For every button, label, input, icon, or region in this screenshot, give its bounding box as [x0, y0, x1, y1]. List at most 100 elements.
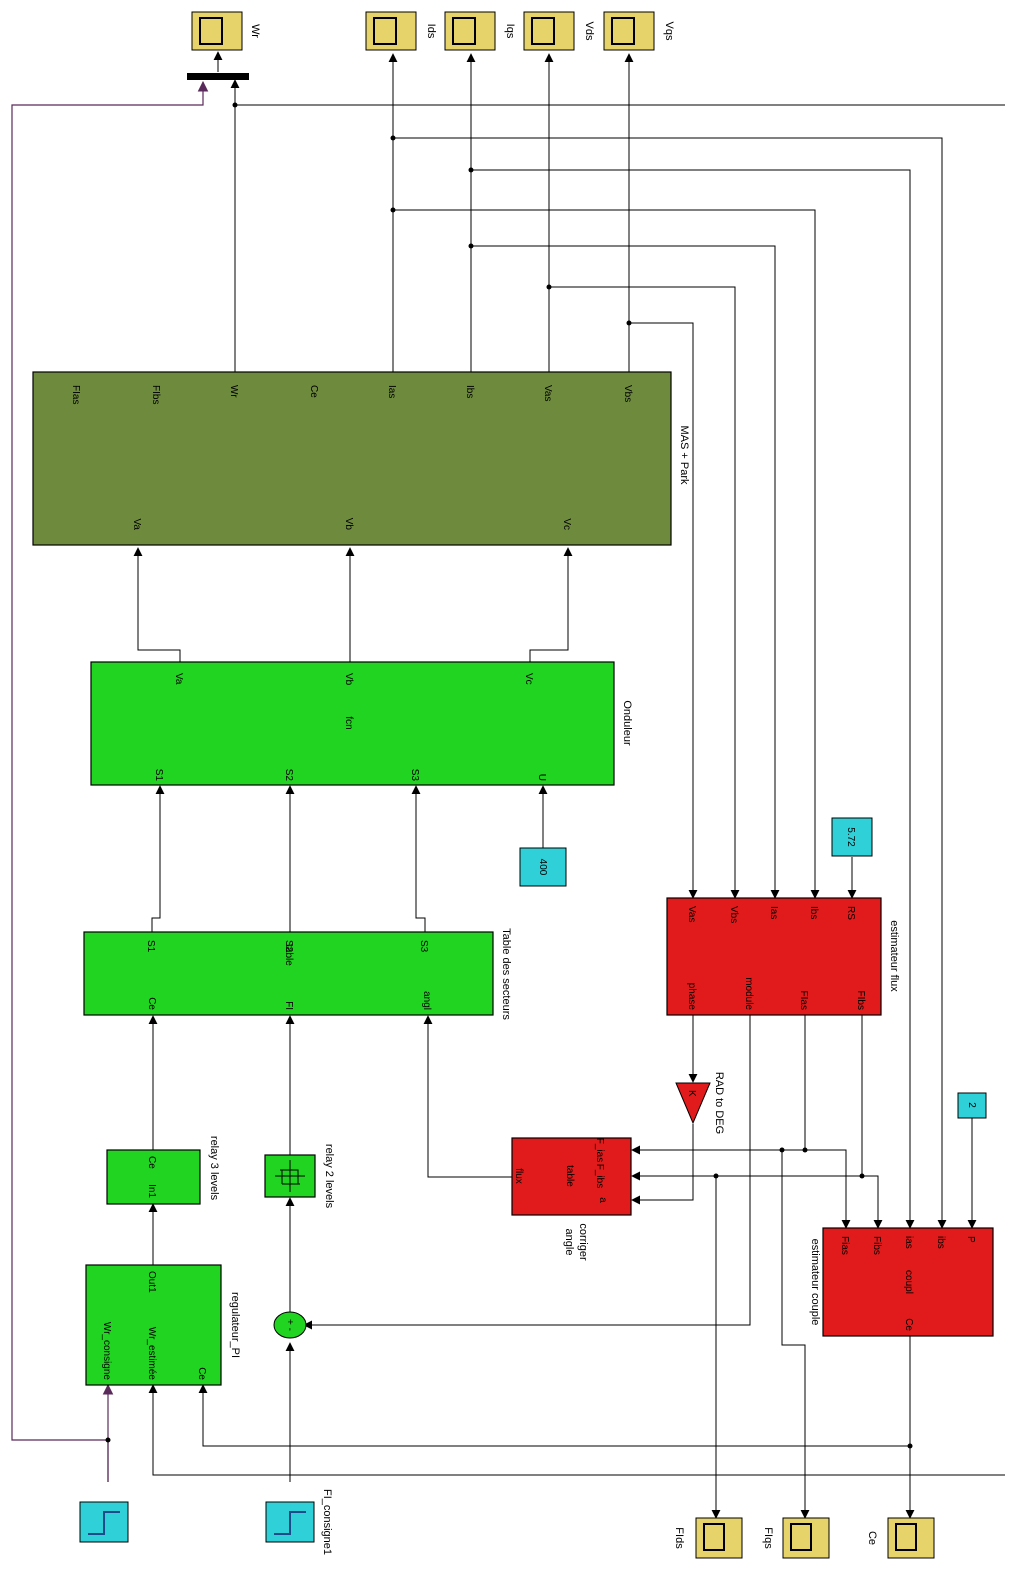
mas-port-fibs: FIbs	[150, 385, 161, 404]
constant-2[interactable]: 2	[957, 1092, 987, 1119]
couple-port-fibs: Fibs	[871, 1236, 882, 1255]
step-fi-consigne[interactable]	[265, 1501, 315, 1543]
angle-port-fibs: F_ibs	[594, 1164, 605, 1188]
pi-port-out1: Out1	[146, 1271, 157, 1293]
scope-vds[interactable]: Vds	[523, 11, 595, 51]
scope-fids-label: FIds	[673, 1527, 685, 1549]
scope-vds-label: Vds	[583, 22, 595, 41]
onduleur-port-s1: S1	[153, 769, 164, 782]
couple-port-fias: Fias	[839, 1236, 850, 1255]
flux-port-fias: FIas	[798, 991, 809, 1010]
scope-iqs-label: Iqs	[504, 24, 516, 39]
constant-2-value: 2	[966, 1102, 977, 1108]
mas-port-vas: Vas	[542, 385, 553, 402]
onduleur-port-vc: Vc	[523, 673, 534, 685]
relay-3-levels-label: relay 3 levels	[208, 1136, 220, 1201]
couple-port-ias: ias	[903, 1236, 914, 1249]
angle-corriger-label-2: corriger	[577, 1223, 589, 1261]
scope-vqs-label: Vqs	[663, 22, 675, 41]
table-port-s1-out: S1	[145, 940, 156, 953]
angle-center: table	[564, 1165, 575, 1187]
relay3-port-ce: Ce	[146, 1156, 157, 1169]
rad-to-deg-k: K	[686, 1090, 697, 1097]
table-secteurs-label: Table des secteurs	[500, 928, 512, 1020]
onduleur-port-s3: S3	[409, 769, 420, 782]
mas-port-fias: FIas	[70, 385, 81, 404]
angle-port-fias: F_ias	[594, 1138, 605, 1162]
couple-port-p: P	[965, 1236, 976, 1243]
sum-signs: + -	[284, 1319, 295, 1331]
onduleur-block[interactable]: fcn Va Vb Vc S1 S2 S3 U	[90, 661, 615, 786]
regulateur-pi-label: regulateur_PI	[229, 1292, 241, 1358]
estimateur-flux-block[interactable]: Vas Vbs Ias Ibs RS phase module FIas FIb…	[666, 897, 882, 1016]
flux-port-rs: RS	[845, 906, 856, 920]
estimateur-couple-label: estimateur couple	[809, 1239, 821, 1326]
angle-port-a: a	[597, 1197, 608, 1203]
couple-center: coupl	[903, 1270, 914, 1294]
mas-port-ce: Ce	[308, 385, 319, 398]
angle-corriger-label-1: angle	[563, 1229, 575, 1256]
scope-ce[interactable]: Ce	[866, 1517, 935, 1559]
relay-3-levels-block[interactable]: In1 Ce	[106, 1149, 201, 1205]
mas-port-ias: Ias	[386, 385, 397, 398]
flux-port-fibs: FIbs	[855, 991, 866, 1010]
step-icon	[88, 1511, 120, 1535]
scope-ce-label: Ce	[866, 1531, 878, 1545]
pi-port-wr-estimee: Wr_estimée	[146, 1327, 157, 1381]
relay3-port-in1: In1	[146, 1184, 157, 1198]
step-wr-consigne[interactable]	[79, 1501, 129, 1543]
rad-to-deg-gain[interactable]: K	[675, 1082, 711, 1125]
table-port-fi: FI	[283, 1001, 294, 1010]
pi-port-wr-consigne: Wr_consigne	[101, 1322, 112, 1381]
mas-park-block[interactable]: FIas FIbs Wr Ce Ias Ibs Vas Vbs Va Vb Vc	[32, 371, 672, 546]
table-center: table	[283, 944, 294, 966]
flux-port-ias: Ias	[768, 906, 779, 919]
constant-5-72-value: 5.72	[845, 827, 856, 847]
scope-wr[interactable]: Wr	[191, 11, 261, 51]
onduleur-label: Onduleur	[621, 700, 633, 746]
onduleur-port-s2: S2	[283, 769, 294, 782]
estimateur-couple-block[interactable]: coupl Fias Fibs ias ibs P Ce	[822, 1227, 994, 1337]
scope-fids[interactable]: FIds	[673, 1517, 743, 1559]
table-port-angl: angl	[421, 991, 432, 1010]
scope-ids-label: Ids	[425, 24, 437, 39]
flux-port-phase: phase	[686, 983, 697, 1011]
junction-dots	[105, 102, 913, 1449]
scope-ids[interactable]: Ids	[365, 11, 437, 51]
constant-400[interactable]: 400	[519, 847, 567, 887]
step-icon	[274, 1511, 306, 1535]
scope-fiqs[interactable]: FIqs	[762, 1517, 830, 1559]
flux-port-vbs: Vbs	[728, 906, 739, 923]
hysteresis-icon	[275, 1160, 305, 1192]
mas-port-ibs: Ibs	[464, 385, 475, 398]
angle-port-flux: flux	[513, 1168, 524, 1184]
mux-bar	[187, 73, 249, 80]
table-secteurs-block[interactable]: table S1 S2 S3 Ce FI angl	[83, 931, 494, 1016]
mas-port-vb: Vb	[343, 518, 354, 531]
mas-port-va: Va	[131, 519, 142, 531]
constant-400-value: 400	[537, 859, 548, 876]
scope-fiqs-label: FIqs	[762, 1527, 774, 1549]
mas-port-wr: Wr	[228, 385, 239, 398]
rad-to-deg-label: RAD to DEG	[713, 1072, 725, 1134]
scope-vqs[interactable]: Vqs	[603, 11, 675, 51]
step-fi-consigne-label: FI_consigne1	[321, 1489, 333, 1555]
flux-port-module: module	[743, 977, 754, 1010]
estimateur-flux-label: estimateur flux	[888, 920, 900, 992]
mas-park-label: MAS + Park	[678, 426, 690, 485]
scope-wr-label: Wr	[249, 24, 261, 38]
relay-2-levels-block[interactable]	[264, 1154, 316, 1198]
table-port-s3-out: S3	[418, 940, 429, 953]
wires	[11, 51, 1005, 1519]
onduleur-port-u: U	[536, 774, 547, 781]
regulateur-pi-block[interactable]: Wr_consigne Wr_estimée Ce Out1	[85, 1264, 222, 1386]
scope-iqs[interactable]: Iqs	[444, 11, 516, 51]
sum-block[interactable]: + -	[273, 1311, 307, 1339]
constant-5-72[interactable]: 5.72	[831, 817, 873, 857]
table-port-s2-out: S2	[283, 940, 294, 953]
mas-port-vc: Vc	[561, 518, 572, 530]
onduleur-center: fcn	[343, 716, 354, 729]
couple-port-ce: Ce	[903, 1318, 914, 1331]
flux-port-vas: Vas	[686, 906, 697, 923]
angle-corriger-block[interactable]: flux table F_ias F_ibs a	[511, 1137, 632, 1216]
